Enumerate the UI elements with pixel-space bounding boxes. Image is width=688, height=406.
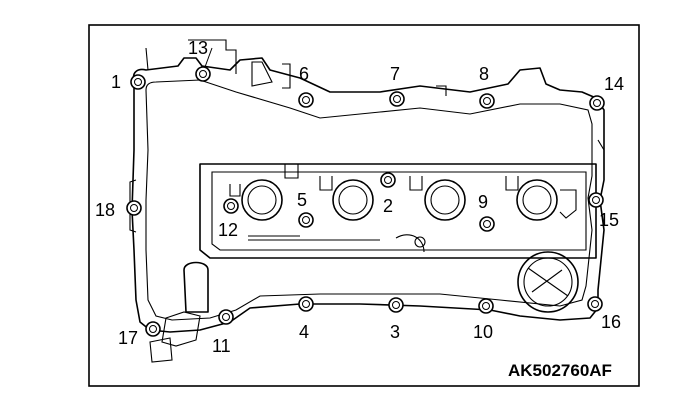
bolt-label-3: 3 xyxy=(390,322,400,342)
bolt-label-1: 1 xyxy=(111,72,121,92)
bolt-label-4: 4 xyxy=(299,322,309,342)
bolt-labels: 1 2 3 4 5 6 7 8 9 10 11 12 13 14 15 16 1… xyxy=(95,38,624,356)
bolt-label-12: 12 xyxy=(218,220,238,240)
bolt-14 xyxy=(589,95,605,111)
bolt-12 xyxy=(223,198,239,214)
bolt-15 xyxy=(588,192,604,208)
oil-filler-cap xyxy=(517,251,579,313)
bolt-6 xyxy=(298,92,314,108)
bolt-label-6: 6 xyxy=(299,64,309,84)
bolt-10 xyxy=(478,298,494,314)
bolt-7 xyxy=(389,91,405,107)
bolt-2 xyxy=(380,172,396,188)
bolt-11 xyxy=(218,309,234,325)
bolt-17 xyxy=(145,321,161,337)
rocker-cover xyxy=(129,39,605,363)
bolt-label-15: 15 xyxy=(599,210,619,230)
leader-lines xyxy=(204,47,213,68)
bolt-18 xyxy=(126,200,142,216)
bolt-label-17: 17 xyxy=(118,328,138,348)
bolt-label-14: 14 xyxy=(604,74,624,94)
bolt-3 xyxy=(388,297,404,313)
bolt-label-13: 13 xyxy=(188,38,208,58)
bolt-13 xyxy=(195,66,211,82)
bolt-label-8: 8 xyxy=(479,64,489,84)
figure-frame xyxy=(88,24,640,387)
bolt-8 xyxy=(479,93,495,109)
bolts xyxy=(126,66,605,337)
bolt-9 xyxy=(479,216,495,232)
bolt-label-5: 5 xyxy=(297,190,307,210)
bolt-label-11: 11 xyxy=(212,336,231,356)
bolt-label-16: 16 xyxy=(601,312,621,332)
bolt-label-2: 2 xyxy=(383,196,393,216)
figure-code: AK502760AF xyxy=(508,361,612,380)
bolt-1 xyxy=(130,74,146,90)
bolt-4 xyxy=(298,296,314,312)
bolt-5 xyxy=(298,212,314,228)
bolt-label-9: 9 xyxy=(478,192,488,212)
bolt-label-18: 18 xyxy=(95,200,115,220)
bolt-label-10: 10 xyxy=(473,322,493,342)
bolt-16 xyxy=(587,296,603,312)
bolt-label-7: 7 xyxy=(390,64,400,84)
